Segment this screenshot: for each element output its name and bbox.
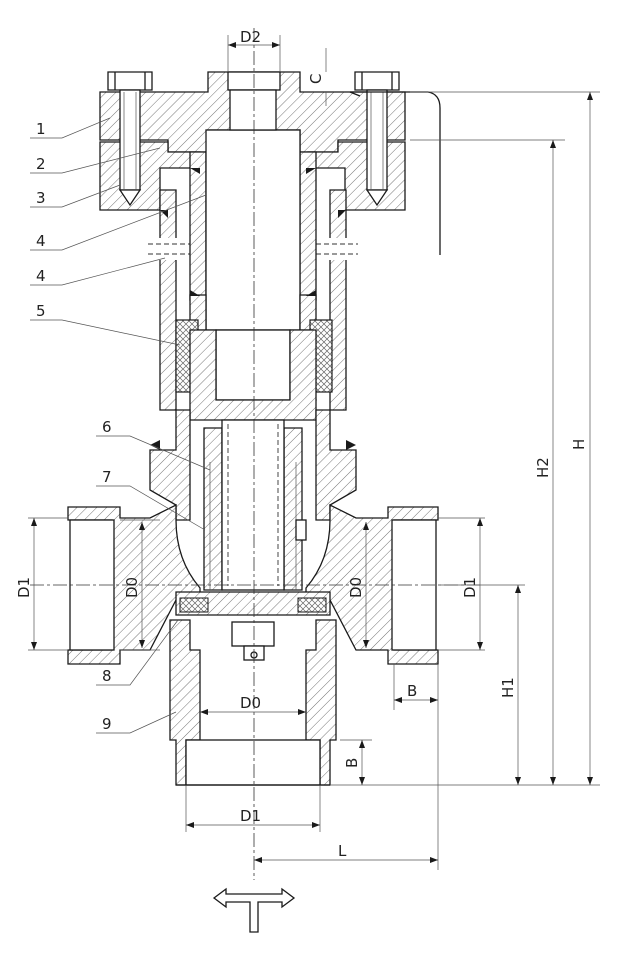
dim-d1-bottom: D1 — [240, 807, 261, 825]
dim-d1-right: D1 — [461, 577, 479, 598]
dim-d1-left: D1 — [15, 577, 33, 598]
callout-labels: 1 2 3 4 4 5 6 7 8 9 — [36, 120, 112, 733]
dim-h1: H1 — [499, 677, 517, 698]
callout-3: 3 — [36, 189, 46, 207]
dimension-labels: D2 C H H2 H1 D1 D0 D0 D1 B D0 B D1 L — [15, 28, 588, 860]
callout-leaders — [30, 117, 211, 734]
cartridge — [203, 419, 307, 591]
callout-9: 9 — [102, 715, 112, 733]
dim-l: L — [338, 842, 347, 860]
flow-direction-t-arrow-icon — [212, 887, 296, 933]
callout-5: 5 — [36, 302, 46, 320]
dim-h2: H2 — [534, 457, 552, 478]
seat-disk — [175, 591, 331, 661]
callout-7: 7 — [102, 468, 112, 486]
right-bolt — [354, 71, 400, 207]
dim-b-right: B — [407, 682, 417, 700]
dim-h: H — [570, 439, 588, 450]
dim-c: C — [307, 74, 325, 84]
callout-4a: 4 — [36, 232, 46, 250]
welds — [150, 168, 356, 450]
stem-tube — [189, 129, 317, 331]
dim-d0-left: D0 — [123, 577, 141, 598]
dimension-lines — [28, 35, 600, 870]
callout-2: 2 — [36, 155, 46, 173]
dim-d2: D2 — [240, 28, 261, 46]
callout-8: 8 — [102, 667, 112, 685]
left-bolt — [107, 71, 153, 207]
dimension-arrowheads — [31, 42, 593, 863]
dim-d0-mid: D0 — [347, 577, 365, 598]
callout-1: 1 — [36, 120, 46, 138]
dim-d0-bottom: D0 — [240, 694, 261, 712]
callout-4b: 4 — [36, 267, 46, 285]
dim-b-bottom: B — [343, 758, 361, 768]
callout-6: 6 — [102, 418, 112, 436]
